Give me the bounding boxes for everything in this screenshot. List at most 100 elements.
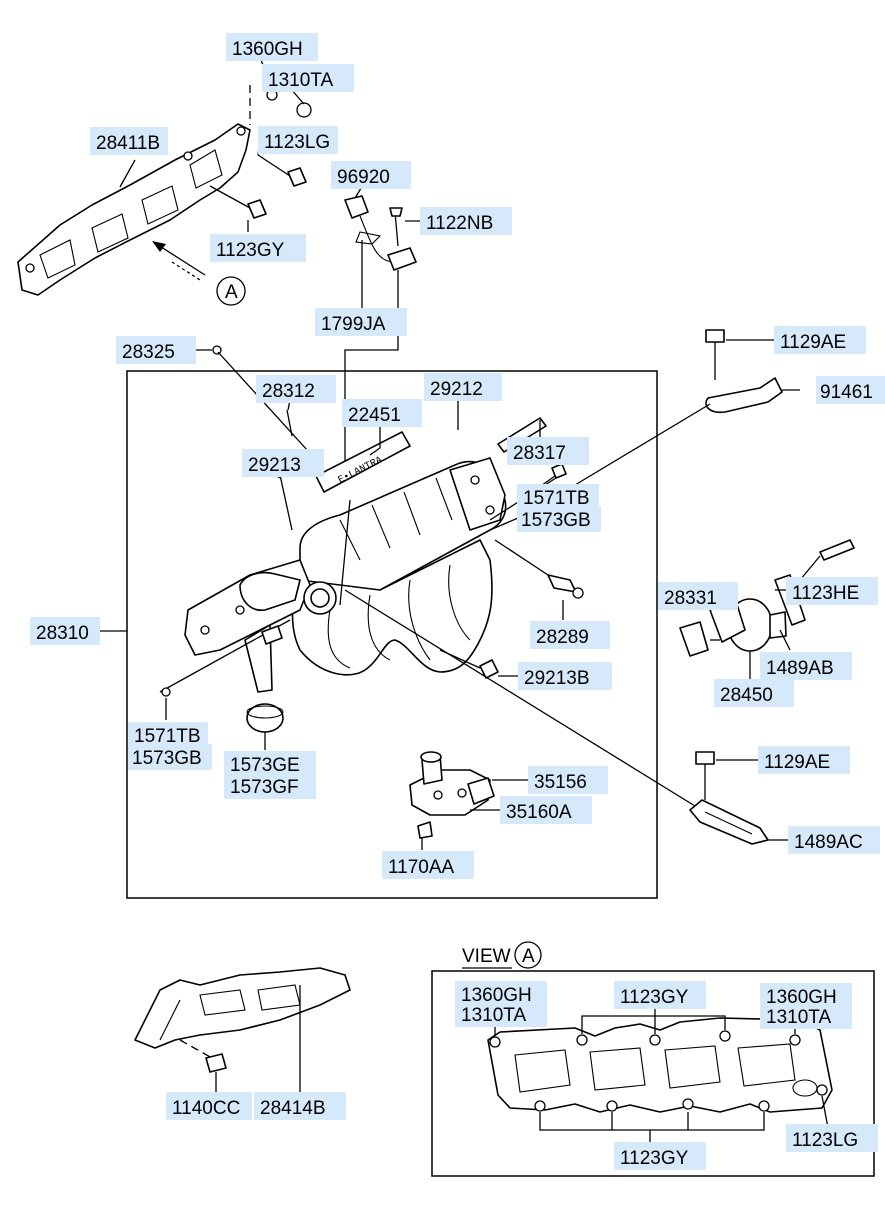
label-35156: 35156 (528, 766, 608, 794)
label-1123gy-view-top: 1123GY (614, 981, 706, 1009)
svg-text:28331: 28331 (664, 588, 717, 609)
svg-text:28325: 28325 (122, 342, 175, 363)
view-a-marker-text: A (225, 282, 238, 303)
svg-text:1799JA: 1799JA (321, 314, 386, 335)
view-a-title-circle-text: A (522, 946, 535, 967)
label-1573gf: 1573GF (224, 773, 316, 799)
label-1129ae-bottom: 1129AE (758, 746, 850, 774)
label-1129ae-top: 1129AE (774, 326, 866, 354)
svg-text:1170AA: 1170AA (388, 857, 455, 878)
label-29213b: 29213B (518, 662, 612, 690)
heat-shield-28414b-drawing (134, 967, 351, 1049)
label-1571tb-left: 1571TB (128, 722, 208, 748)
label-1573gb-right: 1573GB (517, 506, 601, 532)
svg-text:28312: 28312 (262, 381, 315, 402)
label-1489ac: 1489AC (788, 826, 880, 854)
svg-text:1129AE: 1129AE (780, 332, 846, 353)
svg-text:28317: 28317 (513, 443, 566, 464)
intake-manifold-28310-drawing (184, 457, 507, 693)
svg-text:1573GB: 1573GB (132, 748, 202, 769)
svg-text:91461: 91461 (820, 382, 873, 403)
svg-text:1129AE: 1129AE (764, 752, 830, 773)
svg-text:29212: 29212 (430, 379, 483, 400)
view-a-circle-marker (216, 276, 246, 306)
svg-text:1571TB: 1571TB (523, 488, 590, 509)
svg-text:28310: 28310 (36, 623, 89, 644)
view-a-frame (431, 970, 875, 1177)
svg-text:29213: 29213 (248, 455, 301, 476)
label-1310ta-view-left: 1310TA (455, 1001, 547, 1027)
label-1123lg-top: 1123LG (258, 126, 338, 154)
view-a-title-circle (514, 941, 542, 969)
svg-text:1310TA: 1310TA (461, 1005, 526, 1026)
label-1571tb-right: 1571TB (517, 484, 599, 510)
label-29213: 29213 (242, 449, 324, 477)
housing-35156-drawing (409, 751, 495, 816)
svg-text:1571TB: 1571TB (134, 726, 201, 747)
svg-text:1123GY: 1123GY (620, 1148, 689, 1169)
svg-text:28289: 28289 (536, 627, 589, 648)
label-28317: 28317 (507, 437, 589, 465)
label-28331: 28331 (658, 582, 738, 610)
svg-text:1122NB: 1122NB (426, 213, 493, 234)
label-28411b: 28411B (90, 127, 168, 155)
svg-text:22451: 22451 (348, 405, 401, 426)
svg-text:1573GF: 1573GF (230, 777, 299, 798)
svg-text:96920: 96920 (337, 167, 390, 188)
label-1140cc: 1140CC (166, 1092, 252, 1120)
label-28310: 28310 (30, 617, 100, 645)
assembly-frame (126, 370, 658, 899)
label-1123gy-top: 1123GY (210, 234, 306, 262)
label-1122nb: 1122NB (420, 207, 512, 235)
svg-text:1310TA: 1310TA (268, 70, 333, 91)
svg-text:1360GH: 1360GH (232, 39, 303, 60)
view-direction-arrow (152, 241, 206, 281)
svg-text:1573GE: 1573GE (230, 755, 300, 776)
label-35160a: 35160A (500, 796, 592, 824)
svg-text:1489AB: 1489AB (766, 658, 834, 679)
label-1310ta-view-right: 1310TA (760, 1003, 852, 1029)
label-28289: 28289 (530, 621, 610, 649)
svg-text:1123GY: 1123GY (216, 240, 285, 261)
svg-text:1489AC: 1489AC (794, 832, 863, 853)
label-1489ab: 1489AB (760, 652, 852, 680)
label-1123lg-view: 1123LG (786, 1124, 878, 1152)
svg-text:35160A: 35160A (506, 802, 572, 823)
svg-text:29213B: 29213B (524, 668, 590, 689)
label-28325: 28325 (116, 336, 196, 364)
view-a-title-text: VIEW (462, 946, 511, 967)
svg-text:1123LG: 1123LG (264, 132, 330, 153)
svg-text:1140CC: 1140CC (172, 1098, 240, 1119)
label-91461: 91461 (816, 376, 885, 404)
label-1310ta-top: 1310TA (262, 64, 354, 92)
label-1799ja: 1799JA (315, 308, 407, 336)
label-28450: 28450 (714, 679, 794, 707)
label-96920: 96920 (331, 161, 411, 189)
label-1360gh-view-right: 1360GH (760, 983, 852, 1009)
label-28414b: 28414B (254, 1092, 346, 1120)
svg-text:1360GH: 1360GH (766, 987, 837, 1008)
label-29212: 29212 (424, 373, 502, 401)
label-1123he: 1123HE (786, 577, 878, 605)
svg-text:1123HE: 1123HE (792, 583, 859, 604)
svg-text:28450: 28450 (720, 685, 773, 706)
label-22451: 22451 (342, 399, 422, 427)
svg-text:1360GH: 1360GH (461, 985, 532, 1006)
svg-text:1310TA: 1310TA (766, 1007, 831, 1028)
view-a-gasket-drawing (487, 1017, 833, 1113)
svg-text:1123GY: 1123GY (620, 987, 689, 1008)
label-28312: 28312 (256, 375, 336, 403)
svg-text:35156: 35156 (534, 772, 587, 793)
label-1573gb-left: 1573GB (128, 744, 212, 770)
label-1170aa: 1170AA (382, 851, 474, 879)
sensor-96920-drawing (344, 195, 417, 271)
label-1123gy-view-bottom: 1123GY (614, 1142, 706, 1170)
svg-text:28411B: 28411B (96, 133, 160, 154)
label-1573ge: 1573GE (224, 751, 316, 777)
gasket-28411b-drawing (17, 123, 251, 296)
label-1360gh-top: 1360GH (226, 33, 318, 61)
svg-text:28414B: 28414B (260, 1098, 326, 1119)
svg-text:1573GB: 1573GB (521, 510, 591, 531)
svg-text:1123LG: 1123LG (792, 1130, 858, 1151)
